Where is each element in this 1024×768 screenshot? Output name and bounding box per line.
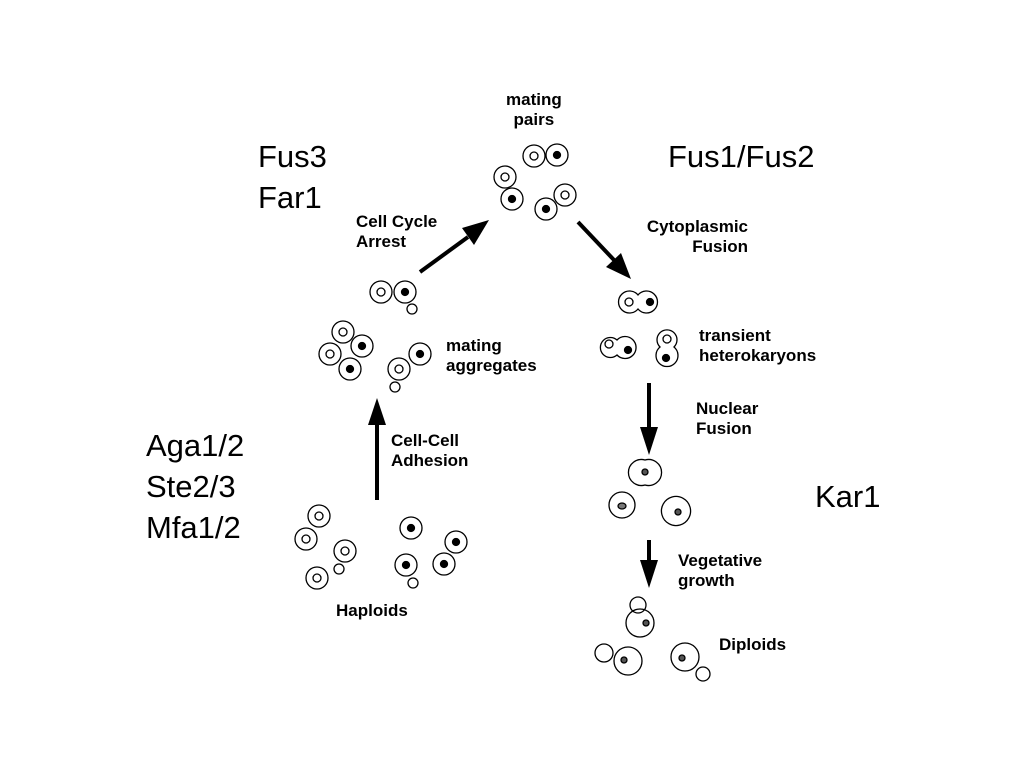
heterokaryon-cells xyxy=(599,290,679,368)
zygote-cells xyxy=(608,458,692,527)
step-label-cell-cycle-arrest: Cell Cycle Arrest xyxy=(356,212,438,251)
gene-label-fus1-fus2: Fus1/Fus2 xyxy=(668,139,815,174)
arrow-cytoplasmic-fusion xyxy=(576,220,631,279)
stage-label-mating-pairs: mating pairs xyxy=(506,90,562,129)
gene-label-fus3-far1: Fus3 Far1 xyxy=(258,139,327,215)
step-label-vegetative-growth: Vegetative growth xyxy=(678,551,763,590)
stage-label-diploids: Diploids xyxy=(719,635,787,654)
arrow-cell-cell-adhesion xyxy=(368,398,386,500)
stage-label-transient-heterokaryons: transient heterokaryons xyxy=(699,326,817,365)
arrow-vegetative-growth xyxy=(640,540,658,588)
diploid-cells xyxy=(594,596,711,682)
arrow-cell-cycle-arrest xyxy=(418,220,489,274)
arrow-nuclear-fusion xyxy=(640,383,658,455)
gene-label-aga-ste-mfa: Aga1/2 Ste2/3 Mfa1/2 xyxy=(146,428,245,545)
step-label-nuclear-fusion: Nuclear Fusion xyxy=(696,399,759,438)
mating-pair-cells xyxy=(493,143,577,221)
step-label-cell-cell-adhesion: Cell-Cell Adhesion xyxy=(391,431,469,470)
stage-label-mating-aggregates: mating aggregates xyxy=(446,336,537,375)
mating-aggregate-cells xyxy=(318,280,432,393)
step-label-cytoplasmic-fusion: Cytoplasmic Fusion xyxy=(646,217,748,256)
gene-label-kar1: Kar1 xyxy=(815,479,881,514)
haploid-cells xyxy=(294,504,468,590)
stage-label-haploids: Haploids xyxy=(336,601,408,620)
